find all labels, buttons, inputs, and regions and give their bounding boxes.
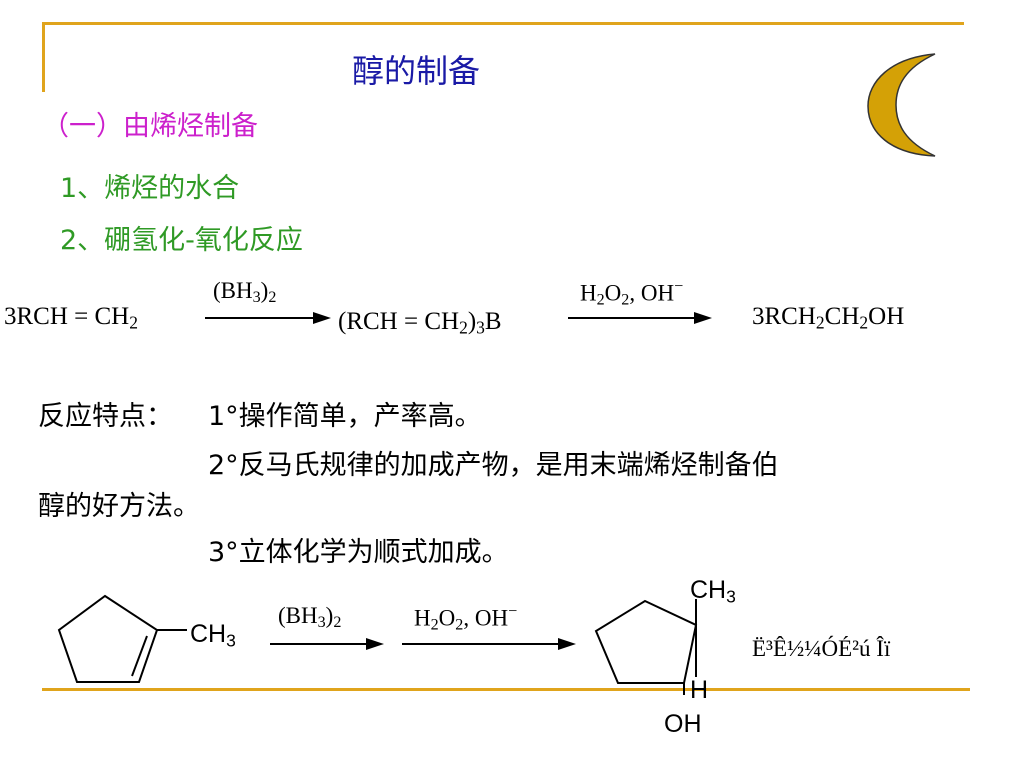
- methylcyclopentanol-structure: [594, 599, 698, 695]
- product-methyl-label: CH3: [690, 576, 736, 607]
- top-rule: [42, 22, 964, 25]
- feature-3: 3°立体化学为顺式加成。: [208, 537, 509, 568]
- feature-2: 2°反马氏规律的加成产物，是用末端烯烃制备伯: [208, 450, 779, 481]
- methylcyclopentene-structure: [57, 594, 187, 683]
- feature-1: 1°操作简单，产率高。: [208, 401, 482, 432]
- eq1-reactant: 3RCH = CH2: [4, 303, 138, 333]
- item-hydration: 1、烯烃的水合: [60, 173, 240, 204]
- crescent-moon-icon: [867, 53, 936, 157]
- item-hydroboration: 2、硼氢化-氧化反应: [60, 225, 303, 256]
- section-heading: （一）由烯烃制备: [42, 111, 258, 142]
- garbled-product-label: Ë³Ê½¼ÓÉ²ú Îï: [752, 636, 891, 661]
- eq2-reagent-oxidation: H2O2, OH−: [414, 603, 518, 634]
- eq1-intermediate: (RCH = CH2)3B: [338, 308, 502, 338]
- feature-2-cont: 醇的好方法。: [38, 491, 200, 522]
- left-rule: [42, 22, 45, 92]
- product-h-label: H: [690, 676, 709, 704]
- eq1-arrow-2: [568, 312, 712, 324]
- reactant-methyl-label: CH3: [190, 620, 236, 651]
- eq2-arrow-1: [270, 638, 384, 650]
- eq1-arrow-1: [205, 312, 331, 324]
- features-label: 反应特点：: [38, 401, 173, 432]
- product-oh-label: OH: [664, 710, 702, 738]
- bottom-rule: [42, 688, 970, 691]
- slide-title: 醇的制备: [352, 52, 481, 90]
- eq2-reagent-borane: (BH3)2: [278, 603, 342, 632]
- eq1-product: 3RCH2CH2OH: [752, 303, 905, 333]
- eq1-reagent-borane: (BH3)2: [213, 278, 277, 307]
- eq1-reagent-oxidation: H2O2, OH−: [580, 278, 684, 309]
- eq2-arrow-2: [402, 638, 576, 650]
